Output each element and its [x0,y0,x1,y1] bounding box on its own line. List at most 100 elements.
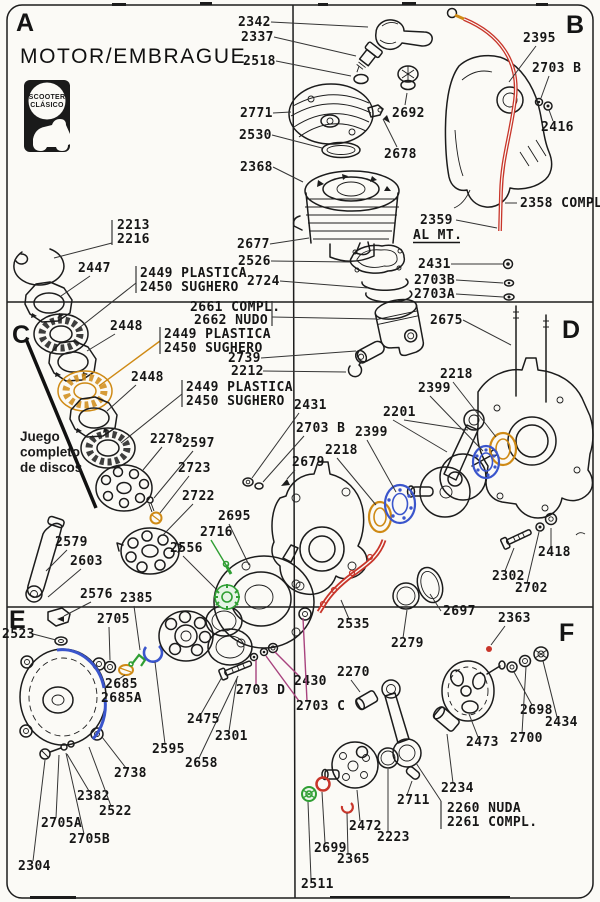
part-label-2270: 2270 [337,665,370,680]
leader-line-2218 [452,381,497,438]
leader-line-2430 [274,651,300,677]
leader-line-2304 [32,759,46,862]
part-label-2449-plastica: 2449 PLASTICA [186,380,293,395]
leader-line-2518 [275,60,352,77]
crank-half-2472 [321,741,379,789]
connecting-rod [381,679,422,768]
leader-line-2662-nudo [271,316,378,320]
pin-2711 [405,766,421,780]
cork-disc-2-orange [58,371,112,411]
engine-cowl-2395 [444,54,553,209]
cork-disc-1 [34,314,88,354]
part-label-2579: 2579 [55,535,88,550]
part-label-2431: 2431 [418,257,451,272]
part-label-2603: 2603 [70,554,103,569]
part-label-2705a: 2705A [41,816,82,831]
part-label-2576: 2576 [80,587,113,602]
leader-line-2218 [336,457,377,506]
washer-2702 [535,522,545,532]
part-label-al-mt-: AL MT. [413,228,462,243]
leader-line-2450-sughero [120,393,183,444]
leader-line-2678 [382,118,398,148]
leader-line-2395 [508,45,537,83]
leader-line-2698 [513,671,533,706]
oil-seal-2218-right [488,431,518,467]
bolt-2302 [499,529,532,550]
leader-line-2447 [60,275,91,297]
cylinder-head [288,83,374,145]
leader-line-2556 [182,555,217,590]
leader-line-2722 [162,503,194,536]
quadrant-letter-d: D [562,316,580,344]
seal-ring-2223 [377,747,399,769]
note-line-2: completo [20,445,80,460]
part-label-2716: 2716 [200,525,233,540]
part-label-2723: 2723 [178,461,211,476]
part-label-2700: 2700 [510,731,543,746]
leader-line-2703-b [540,75,550,99]
leader-line-2416 [548,109,554,122]
washer-2523 [54,636,68,646]
leader-line-2703-c [265,655,300,702]
leader-line-2530 [271,134,323,149]
leader-line-2473 [468,713,479,738]
bearing-2399-left [383,483,417,525]
part-label-2201: 2201 [383,405,416,420]
leader-line-2723 [159,475,190,514]
oring-2530 [321,141,361,159]
part-label-2722: 2722 [182,489,215,504]
leader-line-2301 [228,677,238,732]
part-label-2705b: 2705B [69,832,110,847]
scooter-icon [33,119,74,151]
part-label-2771: 2771 [240,106,273,121]
page-title: MOTOR/EMBRAGUE [20,45,246,68]
leader-line-2700 [521,666,527,734]
plug-washer [353,73,369,85]
leader-line-2523 [32,633,57,641]
kickstart-lever [25,515,65,603]
part-label-2212: 2212 [231,364,264,379]
part-label-2724: 2724 [247,274,280,289]
leader-line-2448 [86,333,116,352]
page-frame [6,2,594,899]
leader-line-2675 [462,319,512,346]
part-label-2278: 2278 [150,432,183,447]
leader-line-2705a [55,754,60,819]
part-label-2416: 2416 [541,120,574,135]
part-label-2302: 2302 [492,569,525,584]
part-label-2447: 2447 [78,261,111,276]
leader-line-2711 [406,780,413,796]
base-gasket-2526 [349,244,406,274]
part-label-2449-plastica: 2449 PLASTICA [164,327,271,342]
leader-line-2595 [154,661,166,745]
part-label-2518: 2518 [243,54,276,69]
leader-line-2576 [63,601,92,617]
quadrant-letter-e: E [9,606,26,634]
ring-2279 [392,582,420,610]
leader-line-2535 [340,599,350,620]
part-label-2692: 2692 [392,106,425,121]
part-label-2382: 2382 [77,789,110,804]
part-label-2218: 2218 [325,443,358,458]
part-label-2535: 2535 [337,617,370,632]
part-label-2399: 2399 [418,381,451,396]
bearing-2399-right [471,444,501,480]
part-label-2699: 2699 [314,841,347,856]
part-label-2697: 2697 [443,604,476,619]
part-label-2418: 2418 [538,545,571,560]
part-label-2703-c: 2703 C [296,699,345,714]
part-label-2556: 2556 [170,541,203,556]
spark-plug [356,41,383,73]
part-label-2450-sughero: 2450 SUGHERO [186,394,285,409]
leader-line-2511 [307,801,312,880]
cowl-fasteners [534,97,553,111]
part-label-2304: 2304 [18,859,51,874]
leader-line-2450-sughero [78,282,137,329]
part-label-2342: 2342 [238,15,271,30]
leader-line-2703-c [302,617,308,702]
leader-line-2677 [269,237,310,245]
clutch-basket-rear [158,610,214,662]
crankshaft-2201 [406,409,498,518]
part-label-2702: 2702 [515,581,548,596]
